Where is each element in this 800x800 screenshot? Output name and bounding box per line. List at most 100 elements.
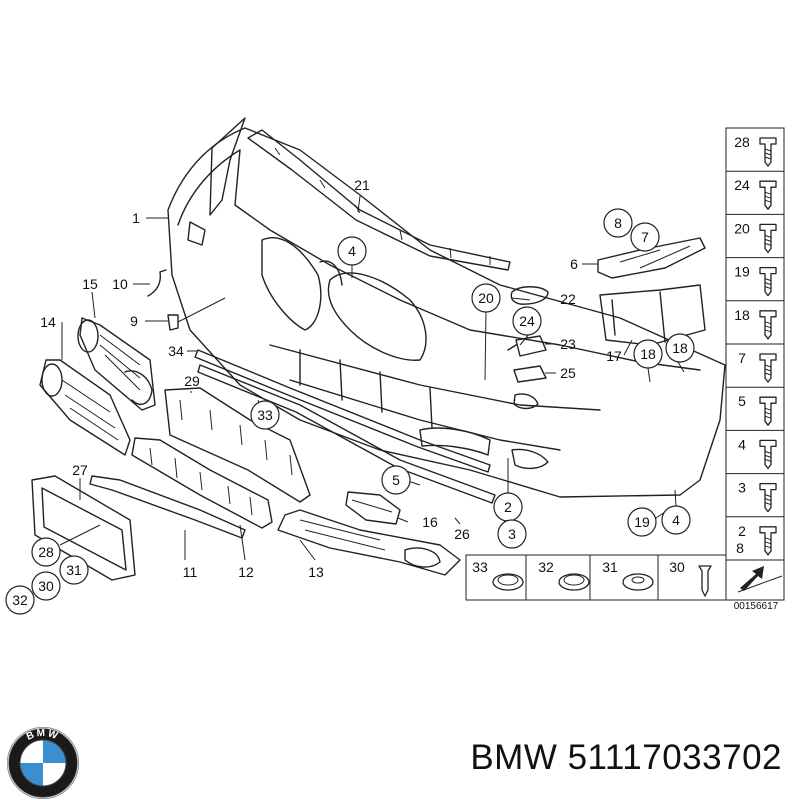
callout-number: 16 <box>422 514 438 530</box>
part-14-grille <box>39 359 131 456</box>
hardware-item-20: 20 <box>726 213 784 254</box>
callout-4: 4 <box>337 236 367 266</box>
svg-text:33: 33 <box>472 559 488 575</box>
callout-number: 4 <box>672 512 680 528</box>
callout-number: 10 <box>112 276 128 292</box>
callout-number: 22 <box>560 291 576 307</box>
part-16-bracket <box>345 491 401 525</box>
callout-26: 26 <box>454 526 470 542</box>
hardware-item-33: 33 <box>472 559 524 591</box>
callout-number: 9 <box>130 313 138 329</box>
callout-number: 20 <box>478 290 494 306</box>
bmw-logo: BMW <box>7 727 79 799</box>
callout-number: 19 <box>634 514 650 530</box>
callout-10: 10 <box>112 276 128 292</box>
callout-30: 30 <box>31 571 61 601</box>
callout-number: 18 <box>672 340 688 356</box>
svg-text:20: 20 <box>734 220 750 236</box>
callout-number: 6 <box>570 256 578 272</box>
svg-text:18: 18 <box>734 307 750 323</box>
callout-number: 28 <box>38 544 54 560</box>
callout-18: 18 <box>633 339 663 369</box>
hardware-item-24: 24 <box>726 170 784 210</box>
callout-number: 17 <box>606 348 622 364</box>
hardware-item-30: 30 <box>669 559 712 597</box>
callout-number: 11 <box>183 564 198 580</box>
hardware-item-32: 32 <box>538 559 590 591</box>
part-10-wire <box>147 269 167 297</box>
hardware-item-7: 7 <box>726 343 784 383</box>
leader-lines <box>59 195 685 561</box>
callout-14: 14 <box>40 314 56 330</box>
callout-number: 7 <box>641 229 649 245</box>
callout-17: 17 <box>606 348 622 364</box>
callout-32: 32 <box>5 585 35 615</box>
hardware-item-18: 18 <box>726 300 784 340</box>
callout-23: 23 <box>560 336 576 352</box>
callout-33: 33 <box>250 400 280 430</box>
part-22-cap <box>510 286 549 305</box>
hardware-item-5: 5 <box>726 386 784 426</box>
part-5-trim-strip <box>197 364 496 504</box>
callout-6: 6 <box>570 256 578 272</box>
part-9-bracket <box>167 314 179 331</box>
callout-19: 19 <box>627 507 657 537</box>
part-21-upper-seal <box>247 129 511 271</box>
part-25-clip <box>513 365 547 383</box>
callout-8: 8 <box>603 208 633 238</box>
callout-number: 24 <box>519 313 535 329</box>
callout-number: 27 <box>72 462 88 478</box>
callout-number: 33 <box>257 407 273 423</box>
part-17-duct <box>599 284 706 346</box>
svg-text:19: 19 <box>734 264 750 280</box>
callout-number: 14 <box>40 314 56 330</box>
hardware-item-31: 31 <box>602 559 654 591</box>
part-34-strip <box>194 349 491 473</box>
callout-number: 2 <box>504 499 512 515</box>
callout-number: 30 <box>38 578 54 594</box>
callout-5: 5 <box>381 465 411 495</box>
callout-18: 18 <box>665 333 695 363</box>
callout-27: 27 <box>72 462 88 478</box>
svg-text:2: 2 <box>738 523 746 539</box>
callout-11: 11 <box>183 564 198 580</box>
callout-22: 22 <box>560 291 576 307</box>
part-29-plate-holder <box>164 387 311 503</box>
svg-text:3: 3 <box>738 480 746 496</box>
callout-4: 4 <box>661 505 691 535</box>
callout-number: 1 <box>132 210 140 226</box>
bumper-cover <box>167 117 726 498</box>
callout-25: 25 <box>560 365 576 381</box>
hardware-item-28: 28 <box>734 134 777 167</box>
part-13-center-grille <box>277 509 461 576</box>
svg-text:4: 4 <box>738 436 746 452</box>
part-number-caption: BMW 51117033702 <box>470 738 782 777</box>
callout-number: 31 <box>66 562 82 578</box>
callout-number: 18 <box>640 346 656 362</box>
hardware-item-4: 4 <box>726 429 784 470</box>
callout-7: 7 <box>630 222 660 252</box>
callout-15: 15 <box>82 276 98 292</box>
svg-text:28: 28 <box>734 134 750 150</box>
part-15-grille <box>77 317 156 411</box>
hardware-item-2: 2 <box>726 516 784 556</box>
callout-number: 34 <box>168 343 184 359</box>
callout-number: 25 <box>560 365 576 381</box>
svg-text:BMW: BMW <box>25 728 61 743</box>
svg-text:32: 32 <box>538 559 554 575</box>
hardware-item-8: 8 <box>736 540 744 556</box>
callout-1: 1 <box>132 210 140 226</box>
callout-number: 23 <box>560 336 576 352</box>
svg-text:7: 7 <box>738 350 746 366</box>
callout-3: 3 <box>497 519 527 549</box>
callout-31: 31 <box>59 555 89 585</box>
callout-number: 29 <box>184 373 200 389</box>
callout-2: 2 <box>493 492 523 522</box>
part-23-clip <box>507 335 547 357</box>
svg-text:30: 30 <box>669 559 685 575</box>
arrow-symbol <box>725 559 785 601</box>
callout-number: 4 <box>348 243 356 259</box>
callout-number: 8 <box>614 215 622 231</box>
